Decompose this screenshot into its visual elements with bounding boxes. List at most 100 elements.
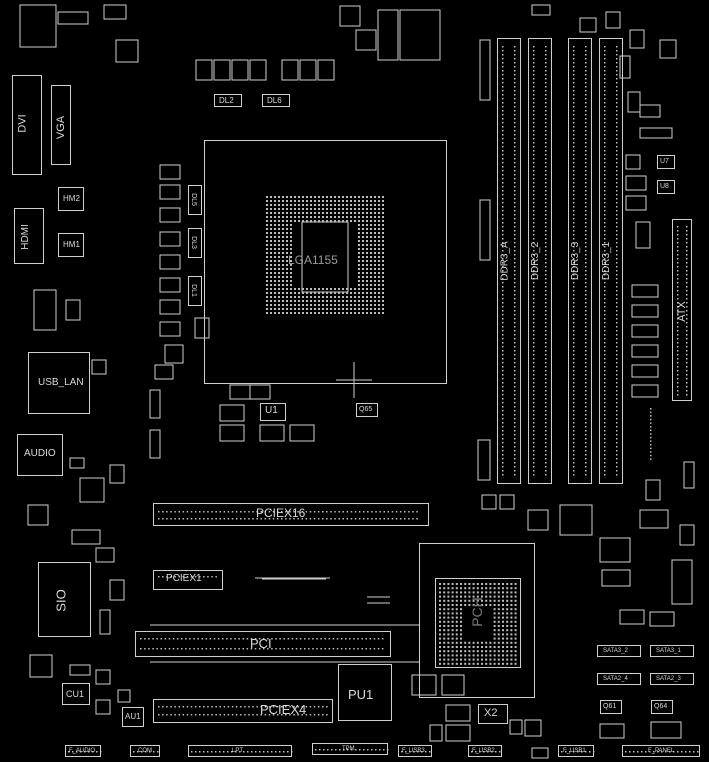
usb-lan-connector[interactable] (28, 352, 90, 414)
dimm-pin (514, 154, 516, 156)
cpu-pad (318, 196, 320, 198)
atx-pin (677, 354, 679, 356)
pch-ball (460, 608, 462, 611)
cpu-socket[interactable] (204, 140, 447, 384)
lpt-header[interactable] (188, 745, 292, 757)
hdmi-connector[interactable] (14, 208, 44, 264)
component-outline (149, 389, 161, 419)
pch-ball (439, 612, 441, 615)
slot-pin (223, 714, 226, 716)
slot-pin (367, 511, 369, 513)
cpu-pad (294, 288, 296, 290)
slot-pin (349, 638, 351, 640)
component-outline (69, 457, 85, 469)
dimm-pin (585, 90, 587, 92)
cpu-pad (278, 196, 280, 198)
dimm-pin (533, 138, 535, 140)
dimm-pin (545, 274, 547, 276)
dimm-pin (573, 226, 575, 228)
pciex16-slot[interactable] (153, 503, 429, 526)
header-pin (157, 751, 159, 753)
cpu-pad (314, 220, 316, 222)
dimm-pin (585, 282, 587, 284)
cpu-pad (278, 264, 280, 266)
dimm-pin (573, 118, 575, 120)
cpu-pad (378, 264, 380, 266)
pciex4-slot[interactable] (153, 699, 333, 723)
cpu-pad (314, 300, 316, 302)
header-pin (429, 751, 431, 753)
atx-pin (677, 294, 679, 296)
tpm-header[interactable] (312, 743, 388, 755)
dimm-pin (514, 342, 516, 344)
pu1-chip (338, 664, 392, 721)
atx-pin (677, 318, 679, 320)
cpu-pad (278, 280, 280, 282)
cpu-pad (330, 296, 332, 298)
pch-ball (439, 616, 441, 619)
cpu-pad (366, 224, 368, 226)
cpu-pad (374, 312, 376, 314)
sio-chip[interactable] (38, 562, 91, 637)
component-outline (355, 29, 377, 51)
dimm-pin (533, 418, 535, 420)
slot-pin (213, 638, 216, 640)
audio-connector[interactable] (17, 434, 63, 476)
cpu-pad (282, 256, 284, 258)
cpu-pad (362, 296, 364, 298)
memory-slot-ddr3-a[interactable] (497, 38, 521, 484)
slot-pin (412, 511, 414, 513)
pciex1-slot[interactable] (153, 570, 223, 590)
dimm-pin (533, 334, 535, 336)
dimm-pin (514, 146, 516, 148)
cpu-pad (346, 216, 348, 218)
dimm-pin (604, 230, 606, 232)
atx-pin (677, 278, 679, 280)
component-outline (377, 9, 399, 61)
sata3-1-header[interactable] (650, 645, 694, 657)
dimm-pin (573, 46, 575, 48)
pch-ball (443, 629, 446, 632)
com-header[interactable] (130, 745, 160, 757)
dimm-pin (616, 394, 618, 396)
f-audio-header[interactable] (65, 745, 101, 757)
cpu-pad (270, 220, 272, 222)
dvi-connector[interactable] (12, 75, 42, 175)
dimm-pin (545, 398, 547, 400)
f-usb2-header[interactable] (468, 745, 502, 757)
f-usb3-header[interactable] (398, 745, 432, 757)
dimm-pin (533, 102, 535, 104)
slot-pin (215, 511, 217, 513)
sata2-4-header[interactable] (597, 673, 641, 685)
component-outline (109, 579, 125, 601)
dimm-pin (545, 78, 547, 80)
f-panel-header[interactable] (622, 745, 700, 757)
component-outline (317, 59, 335, 81)
dimm-pin (573, 394, 575, 396)
dimm-pin (616, 110, 618, 112)
cpu-pad (378, 288, 380, 290)
memory-slot-ddr3-3[interactable] (568, 38, 592, 484)
sata3-2-header[interactable] (597, 645, 641, 657)
pch-ball (451, 604, 454, 606)
atx-pin (677, 394, 679, 396)
memory-slot-ddr3-1[interactable] (599, 38, 623, 484)
pch-chip-outline[interactable] (419, 543, 535, 698)
vga-connector[interactable] (51, 85, 71, 165)
slot-pin (326, 518, 328, 520)
dimm-pin (616, 194, 618, 196)
slot-pin (324, 648, 326, 650)
cpu-pad (274, 200, 276, 202)
sata2-3-header[interactable] (650, 673, 694, 685)
cpu-pad (358, 312, 360, 314)
dimm-pin (604, 290, 606, 292)
component-outline (29, 654, 53, 678)
memory-slot-ddr3-2[interactable] (528, 38, 552, 484)
dimm-pin (545, 314, 547, 316)
atx-power-connector[interactable] (672, 219, 692, 401)
cpu-pad (362, 276, 364, 278)
pci-slot[interactable] (135, 631, 391, 657)
f-usb1-header[interactable] (558, 745, 594, 757)
pch-ball (485, 641, 488, 644)
cpu-pad (326, 212, 328, 214)
